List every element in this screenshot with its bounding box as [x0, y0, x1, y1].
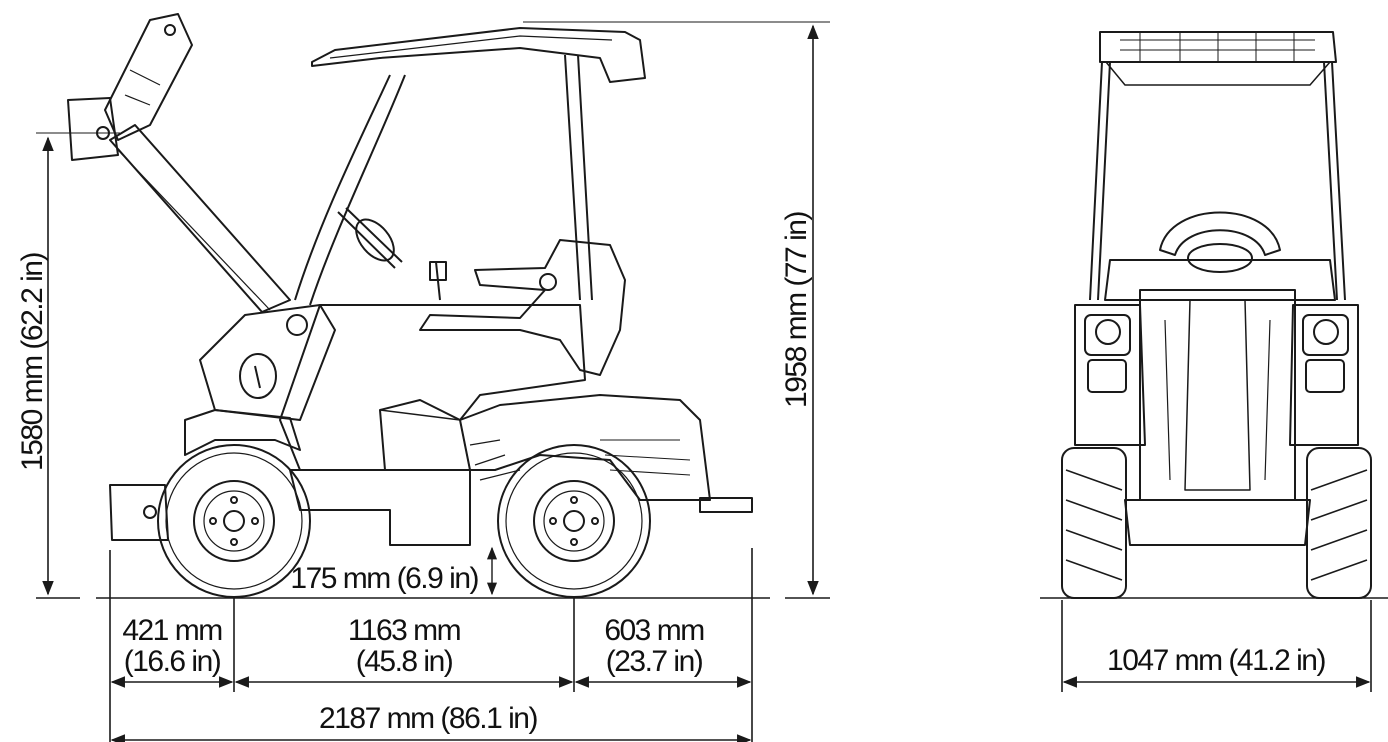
label-lift-height: 1580 mm (62.2 in)	[16, 253, 49, 471]
left-headlight-pod	[1074, 304, 1146, 446]
tool-plate-top	[67, 97, 119, 161]
label-front-overhang-in: (16.6 in)	[124, 645, 221, 678]
lower-frame	[289, 469, 471, 546]
right-headlight-pod	[1289, 304, 1359, 446]
front-center-frame	[1139, 289, 1296, 501]
label-front-overhang-mm: 421 mm	[122, 614, 222, 647]
left-tire	[1061, 447, 1127, 599]
rear-pillar	[564, 54, 593, 301]
side-view-loader	[36, 13, 753, 598]
front-fender	[184, 409, 301, 456]
tool-plate-bottom	[109, 484, 169, 541]
steering-column	[337, 207, 403, 269]
main-body	[279, 304, 586, 471]
side-dimensions	[36, 21, 830, 742]
front-pillar	[294, 74, 406, 306]
label-rear-overhang-mm: 603 mm	[604, 614, 704, 647]
right-tire	[1306, 447, 1372, 599]
attachment-arm	[104, 13, 193, 141]
canopy-roof	[311, 27, 646, 83]
lift-arm	[109, 124, 291, 313]
front-roof	[1099, 31, 1337, 63]
label-rear-overhang-in: (23.7 in)	[606, 645, 703, 678]
front-wheel	[157, 444, 311, 598]
front-dimensions	[1040, 597, 1388, 692]
label-wheelbase-in: (45.8 in)	[356, 645, 453, 678]
front-steering-wheel	[1159, 211, 1281, 256]
tow-hitch	[699, 497, 753, 513]
rear-wheel	[497, 444, 651, 598]
front-view-loader	[1061, 31, 1372, 599]
label-overall-length: 2187 mm (86.1 in)	[319, 702, 537, 735]
label-overall-height: 1958 mm (77 in)	[780, 212, 813, 408]
label-wheelbase-mm: 1163 mm	[348, 614, 461, 647]
seat	[419, 239, 626, 376]
label-overall-width: 1047 mm (41.2 in)	[1107, 644, 1325, 677]
engine-hood	[459, 394, 711, 501]
joystick	[429, 261, 447, 301]
label-ground-clearance: 175 mm (6.9 in)	[290, 562, 478, 595]
